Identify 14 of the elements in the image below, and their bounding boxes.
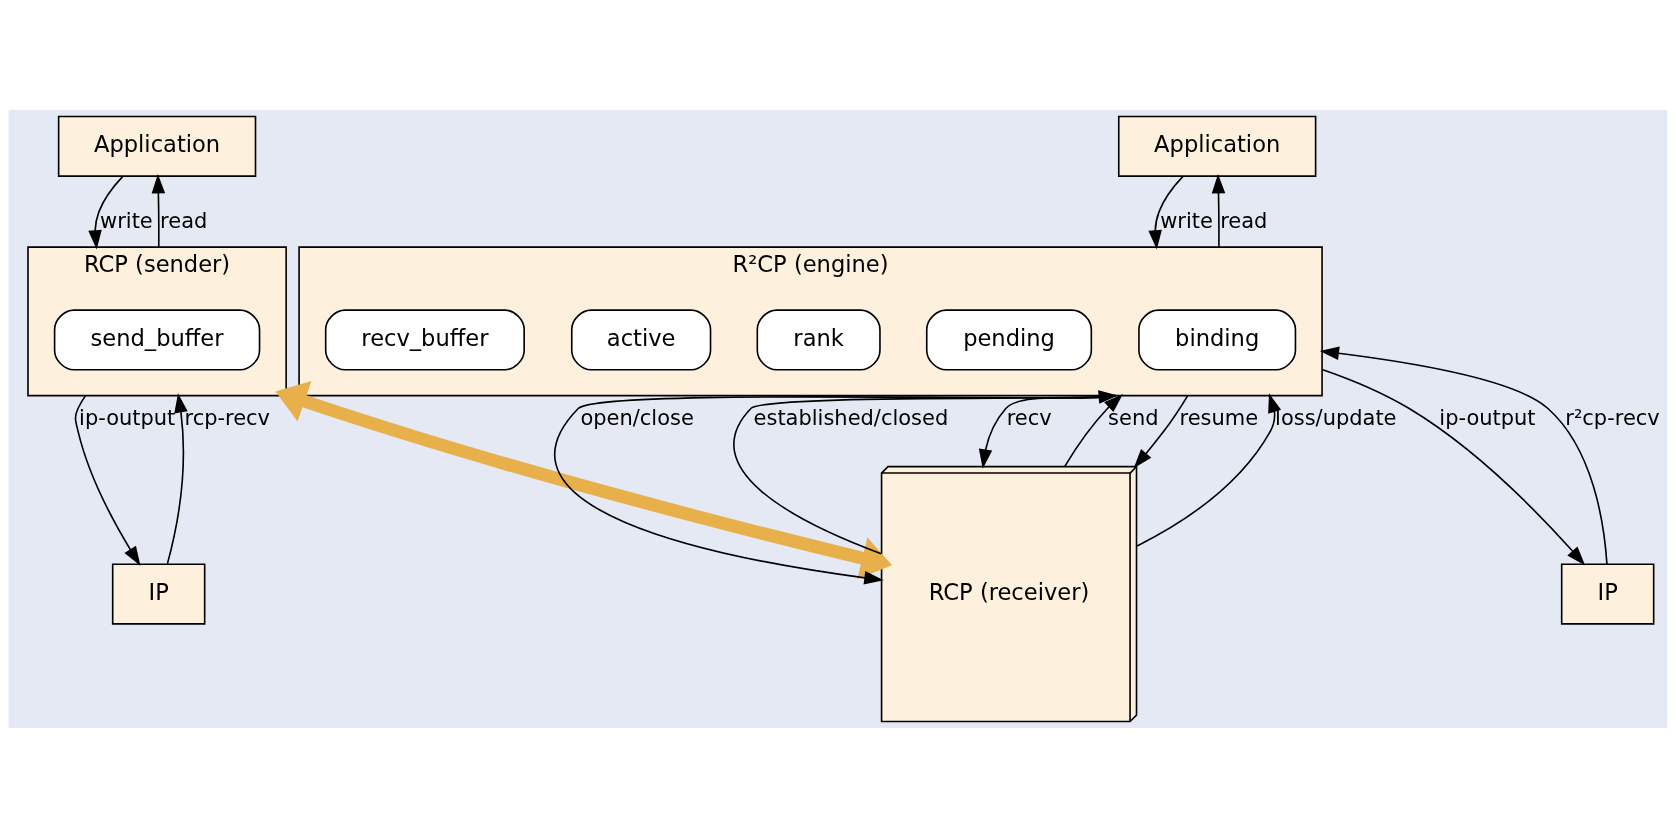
edge-label: r²cp-recv: [1565, 406, 1660, 431]
edge-label: send: [1108, 406, 1159, 431]
edge-label: read: [1220, 209, 1268, 234]
edge-label: loss/update: [1275, 406, 1397, 431]
edge-label: write: [1160, 209, 1213, 234]
edge-label: write: [100, 209, 153, 234]
edge-label: read: [160, 209, 208, 234]
edge-label: ip-output: [79, 406, 176, 431]
edge-label: established/closed: [753, 406, 949, 431]
edge-label: ip-output: [1439, 406, 1536, 431]
edge-label: resume: [1179, 406, 1259, 431]
edge-label: open/close: [580, 406, 694, 431]
edge-label: recv: [1006, 406, 1052, 431]
edge-label: rcp-recv: [184, 406, 271, 431]
